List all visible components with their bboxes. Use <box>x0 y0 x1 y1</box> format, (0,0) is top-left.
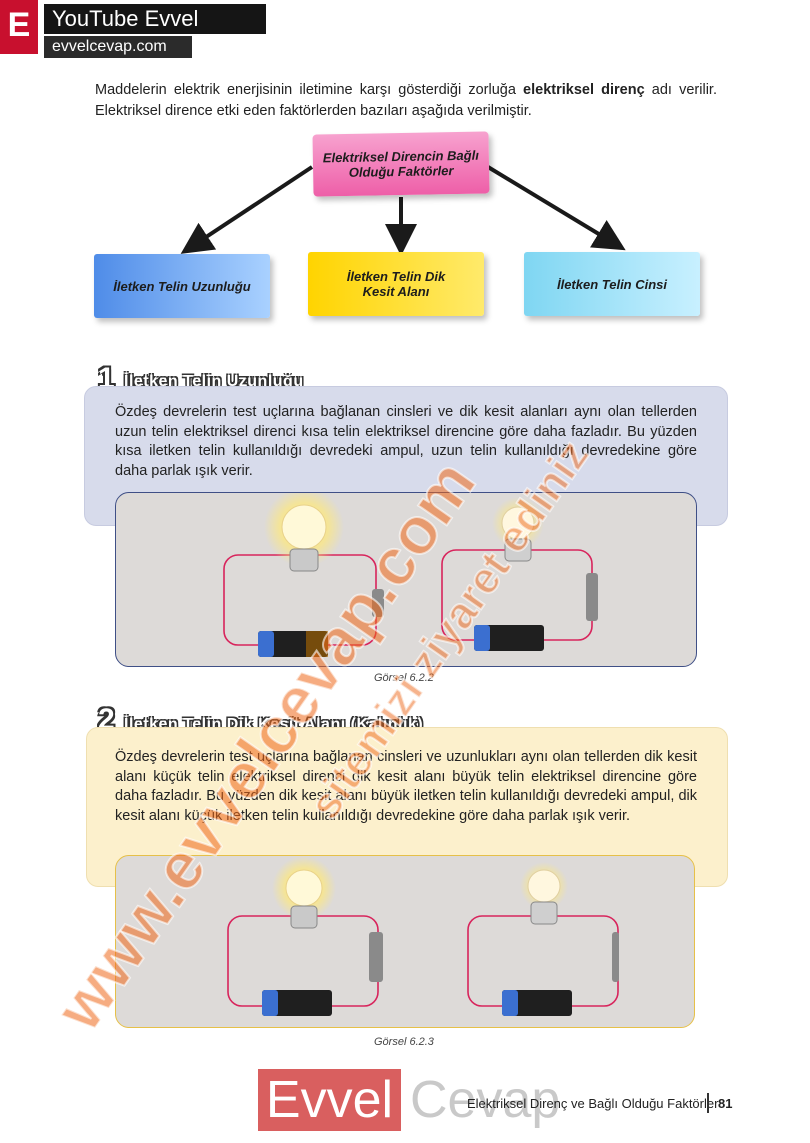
page-number: 81 <box>718 1096 733 1111</box>
intro-before: Maddelerin elektrik enerjisinin iletimin… <box>95 82 524 98</box>
intro-paragraph: Maddelerin elektrik enerjisinin iletimin… <box>95 80 717 122</box>
section1-text: Özdeş devrelerin test uçlarına bağlanan … <box>115 404 697 479</box>
intro-bold-term: elektriksel direnç <box>523 82 645 98</box>
factor-area-box: İletken Telin Dik Kesit Alanı <box>308 252 484 316</box>
factor-type-label: İletken Telin Cinsi <box>556 276 668 292</box>
footer-brand-evvel: Evvel <box>258 1069 401 1131</box>
concept-main-label: Elektriksel Direncin Bağlı Olduğu Faktör… <box>322 147 480 180</box>
bulb-icon <box>281 504 327 550</box>
thin-wire-icon <box>612 932 619 982</box>
factor-type-box: İletken Telin Cinsi <box>524 252 700 316</box>
concept-arrows <box>180 165 626 256</box>
long-wire-icon <box>586 573 598 621</box>
battery-icon-3 <box>262 990 332 1016</box>
footer-divider <box>707 1093 709 1113</box>
bulb-icon-4 <box>527 869 561 903</box>
arrow-left <box>180 165 314 254</box>
figure-6-2-2 <box>115 487 697 667</box>
brand-logo: E <box>0 0 38 54</box>
short-wire-icon <box>372 589 384 617</box>
thick-wire-icon <box>369 932 383 982</box>
concept-main-box: Elektriksel Direncin Bağlı Olduğu Faktör… <box>312 131 490 197</box>
section2-text: Özdeş devrelerin test uçlarına bağlanan … <box>115 749 697 824</box>
intro-after: adı verilir. Elektriksel dirence etki ed… <box>95 82 717 119</box>
footer-chapter: Elektriksel Direnç ve Bağlı Olduğu Faktö… <box>467 1096 719 1111</box>
circuit-illustration-2 <box>227 856 619 1016</box>
bulb-icon-2 <box>501 506 535 540</box>
factor-area-label: İletken Telin Dik Kesit Alanı <box>346 269 446 299</box>
circuit-illustration-1 <box>223 487 598 657</box>
bulb-icon-3 <box>285 869 323 907</box>
battery-icon-4 <box>502 990 572 1016</box>
factor-length-label: İletken Telin Uzunluğu <box>113 278 251 294</box>
footer-brand-cevap: Cevap <box>410 1071 561 1129</box>
caption-6-2-2: Görsel 6.2.2 <box>374 672 434 684</box>
arrow-right <box>486 165 626 251</box>
caption-6-2-3: Görsel 6.2.3 <box>374 1036 434 1048</box>
battery-icon-2 <box>474 625 544 651</box>
figure-6-2-3 <box>115 855 695 1028</box>
section1-title: İletken Telin Uzunluğu <box>124 373 304 390</box>
factor-length-box: İletken Telin Uzunluğu <box>94 254 270 318</box>
site-url[interactable]: evvelcevap.com <box>44 36 192 58</box>
